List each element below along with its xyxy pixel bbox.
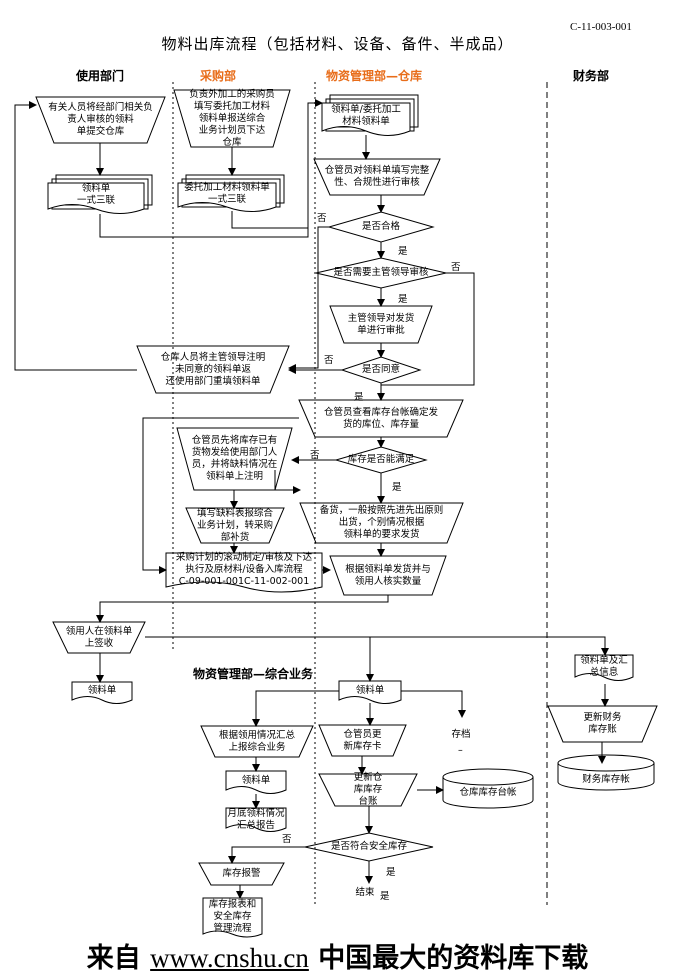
node-wh-return: 仓库人员将主管领导注明 未同意的领料单返 还使用部门重填领料单	[160, 351, 266, 387]
node-shape-wh-update-card	[318, 724, 407, 757]
node-co-form: 领料单	[355, 684, 385, 696]
node-shape-co-form2	[225, 770, 287, 794]
node-wh-prepare: 备货，一般按照先进先出原则 出货，个别情况根据 领料单的要求发货	[319, 505, 444, 540]
node-shape-use-submit	[35, 96, 166, 144]
node-wh-issue: 根据领料单发货并与 领用人核实数量	[345, 563, 431, 587]
label-yes-qualified: 是	[398, 246, 408, 257]
node-shape-wh-ledger-db-top	[442, 776, 534, 786]
node-shape-wh-check	[313, 158, 441, 196]
node-co-summary: 根据领用情况汇总 上报综合业务	[218, 729, 295, 753]
label-yes-end: 是	[380, 891, 390, 902]
node-shape-fin-update	[547, 705, 658, 743]
node-shape-fin-ledger	[557, 754, 655, 791]
node-d-agree: 是否同意	[361, 364, 400, 375]
node-shape-fin-ledger-top	[557, 762, 655, 772]
label-yes-agree: 是	[354, 392, 364, 403]
node-use-keep: 领料单	[87, 685, 117, 696]
node-wh-update-card: 仓管员更 新库存卡	[343, 728, 382, 752]
node-co-monthly: 月底领料情况 汇总报告	[227, 808, 285, 831]
label-yes-approve: 是	[398, 294, 408, 305]
node-fin-info: 领料单及汇 总信息	[580, 655, 628, 678]
node-wh-ledger: 仓管员查看库存台帐确定发 货的库位、库存量	[323, 406, 438, 430]
node-wh-procure: 采购计划的滚动制定/审核及下达 执行及原材料/设备入库流程 C-09-001-0…	[175, 552, 313, 587]
footer-link[interactable]: www.cnshu.cn	[150, 943, 309, 973]
column-header-use-dept: 使用部门	[76, 69, 125, 83]
node-shape-wh-supervisor	[329, 305, 433, 344]
document-code: C-11-003-001	[570, 21, 632, 33]
node-shape-fin-info	[574, 654, 634, 681]
column-header-warehouse: 物资管理部—仓库	[326, 69, 423, 83]
node-pur-entrust: 负责外加工的采购员 填写委托加工材料 领料单报送综合 业务计划员下达 仓库	[189, 88, 275, 148]
node-fin-update: 更新财务 库存账	[583, 712, 622, 735]
node-shape-wh-prepare	[299, 502, 464, 544]
node-end: 结束	[355, 887, 375, 898]
footer-banner: 来自 www.cnshu.cn 中国最大的资料库下载	[0, 936, 675, 975]
node-shape-use-keep	[71, 681, 133, 704]
node-shape-use-form	[47, 182, 145, 214]
node-archive: 存档	[451, 729, 471, 740]
node-wh-check: 仓管员对领料单填写完整 性、合规性进行审核	[324, 165, 430, 188]
node-shape-alarm	[198, 862, 285, 886]
label-no-agree: 否	[324, 355, 334, 366]
node-shape-co-form	[338, 680, 402, 704]
node-d-safety: 是否符合安全库存	[330, 841, 407, 852]
column-header-finance: 财务部	[573, 69, 610, 83]
node-wh-supervisor: 主管领导对发货 单进行审批	[347, 312, 415, 336]
node-shape-wh-shortage	[185, 507, 285, 544]
node-shape-co-monthly	[225, 807, 287, 832]
label-dash-archive: –	[458, 745, 463, 756]
node-wh-update-ledger: 更新仓 库库存 台账	[353, 772, 383, 807]
node-pur-form: 委托加工材料领料单 一式三联	[184, 182, 270, 205]
node-shape-alarm-process	[202, 897, 263, 938]
footer-prefix: 来自	[86, 943, 151, 974]
footer-suffix: 中国最大的资料库下载	[308, 943, 589, 974]
node-shape-co-summary	[200, 725, 314, 758]
node-shape-wh-return	[136, 345, 290, 394]
node-d-need-approve: 是否需要主管领导审核	[333, 267, 429, 278]
node-shape-wh-procure	[165, 552, 323, 593]
node-d-stock: 库存是否能满足	[347, 454, 415, 465]
node-use-sign: 领用人在领料单 上签收	[65, 625, 133, 649]
node-shape-use-sign	[52, 621, 146, 654]
node-shape-wh-issue	[329, 555, 447, 596]
section-header-general-business: 物资管理部—综合业务	[193, 667, 314, 681]
node-d-qualified: 是否合格	[361, 221, 400, 232]
node-wh-forms: 领料单/委托加工 材料领料单	[331, 104, 401, 127]
node-alarm: 库存报警	[222, 868, 261, 879]
node-fin-ledger: 财务库存帐	[582, 774, 630, 785]
label-no-safety: 否	[282, 834, 292, 845]
node-shape-wh-update-ledger	[318, 773, 418, 807]
node-use-form: 领料单 一式三联	[76, 183, 115, 206]
label-no-approve: 否	[451, 262, 461, 273]
page-title: 物料出库流程（包括材料、设备、备件、半成品）	[161, 35, 514, 53]
node-shape-wh-ledger	[298, 399, 464, 438]
node-wh-shortage: 填写缺料表报综合 业务计划，转采购 部补货	[196, 507, 273, 543]
node-shape-wh-forms	[321, 102, 411, 136]
node-wh-ledger-db: 仓库库存台帐	[459, 787, 517, 798]
column-header-purchase: 采购部	[200, 69, 237, 83]
label-no-stock: 否	[310, 450, 320, 461]
label-yes-safety: 是	[386, 867, 396, 878]
label-yes-stock: 是	[392, 482, 402, 493]
node-shape-wh-ledger-db	[442, 768, 534, 809]
node-alarm-process: 库存报表和 安全库存 管理流程	[208, 899, 257, 934]
node-wh-partial: 仓管员先将库存已有 货物发给使用部门人 员，并将缺料情况在 领料单上注明	[191, 435, 278, 482]
node-shape-pur-entrust	[173, 89, 291, 148]
label-no-qualified: 否	[317, 213, 327, 224]
node-shape-pur-form	[177, 182, 277, 212]
node-co-form2: 领料单	[241, 774, 271, 786]
node-use-submit: 有关人员将经部门相关负 责人审核的领料 单提交仓库	[48, 102, 153, 137]
